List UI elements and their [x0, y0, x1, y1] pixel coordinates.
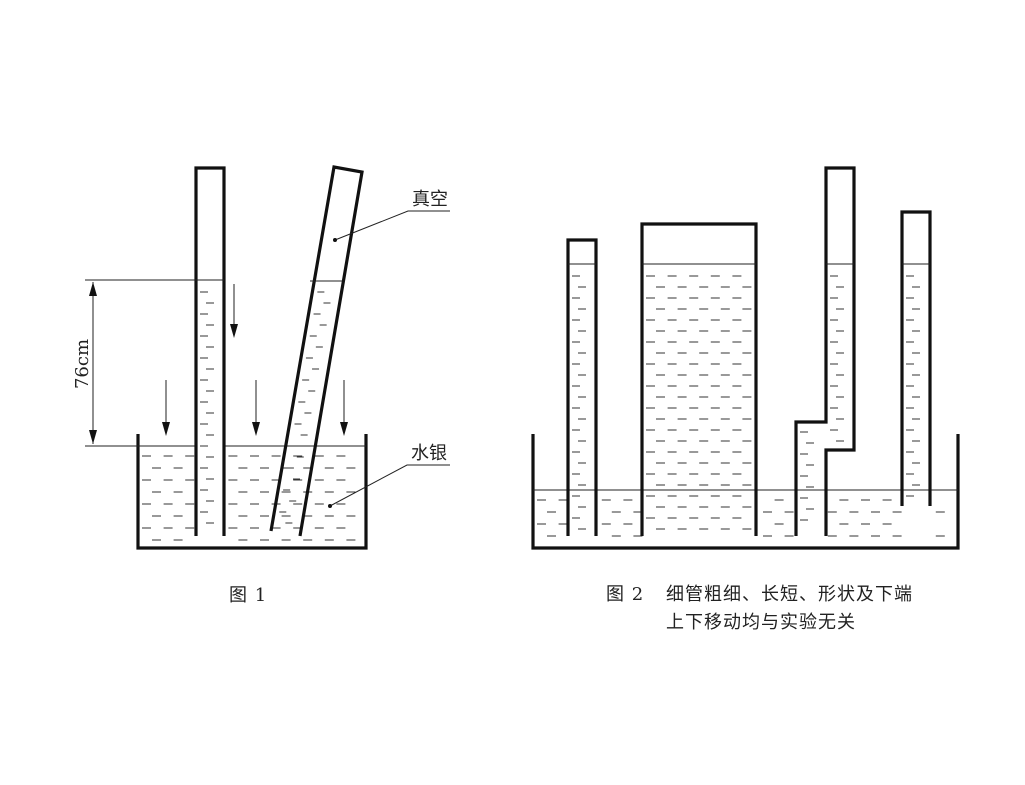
vacuum-leader [334, 210, 450, 241]
tube-c-dashes [800, 275, 844, 521]
tube-b [640, 222, 758, 536]
pressure-arrows [162, 284, 348, 436]
trough-mercury-dashes-2 [537, 499, 945, 537]
vertical-tube-mercury-dashes [200, 291, 214, 524]
figure-1: 76cm 真空 水银 图 1 [72, 165, 450, 606]
figure-1-caption: 图 1 [229, 585, 267, 606]
figure-2-caption-line2: 上下移动均与实验无关 [666, 612, 856, 633]
tube-a-dashes [572, 275, 586, 530]
tube-a [566, 238, 598, 536]
vertical-tube [194, 166, 226, 536]
figure-2-caption-line1: 细管粗细、长短、形状及下端 [666, 584, 913, 605]
tube-d [900, 210, 932, 506]
dim-arrow-up [89, 282, 97, 296]
figure-2-caption-number: 图 2 [606, 584, 644, 605]
mercury-trough-2 [531, 434, 960, 550]
figure-2: 图 2 细管粗细、长短、形状及下端 上下移动均与实验无关 [531, 166, 960, 633]
mercury-trough-1 [136, 434, 368, 550]
trough-mercury-dashes-1 [142, 455, 356, 541]
tube-d-dashes [906, 275, 920, 497]
tilted-tube [269, 165, 364, 537]
vacuum-label: 真空 [412, 189, 448, 210]
mercury-label: 水银 [411, 443, 447, 464]
tube-c [794, 166, 856, 536]
dim-arrow-down [89, 430, 97, 444]
tube-b-dashes [646, 275, 752, 530]
mercury-leader [329, 464, 450, 507]
height-label: 76cm [72, 339, 93, 389]
